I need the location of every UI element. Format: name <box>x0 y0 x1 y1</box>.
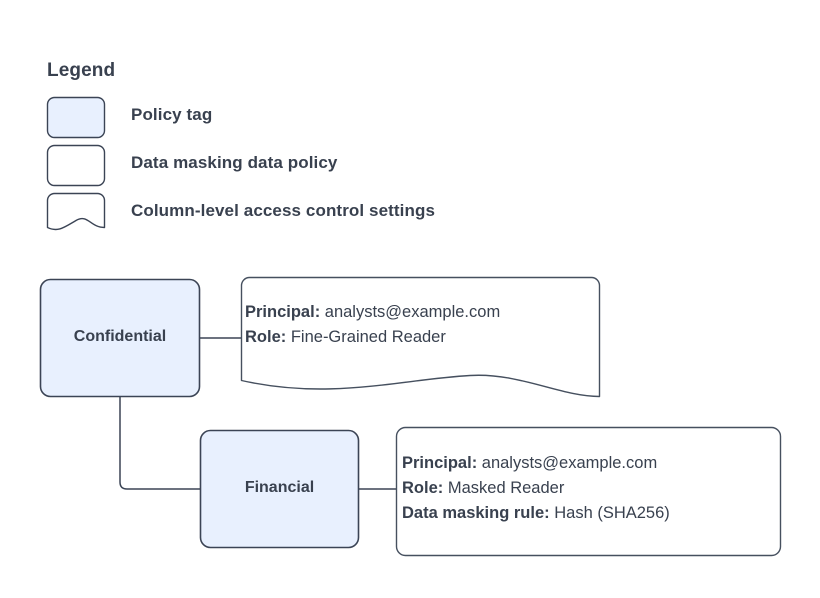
callout-value-principal: analysts@example.com <box>324 303 501 321</box>
callout-value-role: Fine-Grained Reader <box>290 328 446 346</box>
callout-line-principal: Principal: analysts@example.com <box>245 300 500 325</box>
callout-line-role: Role: Masked Reader <box>402 476 670 501</box>
legend-label-column-access-settings: Column-level access control settings <box>131 201 436 220</box>
callout-financial-text: Principal: analysts@example.com Role: Ma… <box>402 451 670 526</box>
callout-line-masking-rule: Data masking rule: Hash (SHA256) <box>402 501 670 526</box>
node-label-financial: Financial <box>244 479 315 496</box>
callout-key-principal: Principal: <box>402 454 478 472</box>
callout-key-principal: Principal: <box>245 303 321 321</box>
callout-confidential-shape <box>240 276 601 398</box>
connector-confidential-to-financial <box>119 397 200 490</box>
node-label-confidential: Confidential <box>73 328 167 345</box>
callout-confidential-text: Principal: analysts@example.com Role: Fi… <box>245 300 500 350</box>
callout-key-role: Role: <box>402 479 444 497</box>
node-financial[interactable] <box>199 429 360 549</box>
callout-financial-shape <box>395 426 782 557</box>
data-masking-policy-swatch <box>46 144 106 187</box>
callout-key-masking-rule: Data masking rule: <box>402 504 550 522</box>
callout-line-principal: Principal: analysts@example.com <box>402 451 670 476</box>
callout-line-role: Role: Fine-Grained Reader <box>245 325 500 350</box>
callout-value-role: Masked Reader <box>447 479 565 497</box>
legend-label-data-masking-policy: Data masking data policy <box>131 153 338 172</box>
callout-value-principal: analysts@example.com <box>481 454 658 472</box>
callout-key-role: Role: <box>245 328 287 346</box>
legend-label-policy-tag: Policy tag <box>131 105 213 124</box>
node-confidential[interactable] <box>39 278 201 398</box>
policy-tag-swatch <box>46 96 106 139</box>
callout-value-masking-rule: Hash (SHA256) <box>554 504 670 522</box>
legend-title: Legend <box>47 60 116 81</box>
column-access-settings-swatch <box>46 192 106 231</box>
